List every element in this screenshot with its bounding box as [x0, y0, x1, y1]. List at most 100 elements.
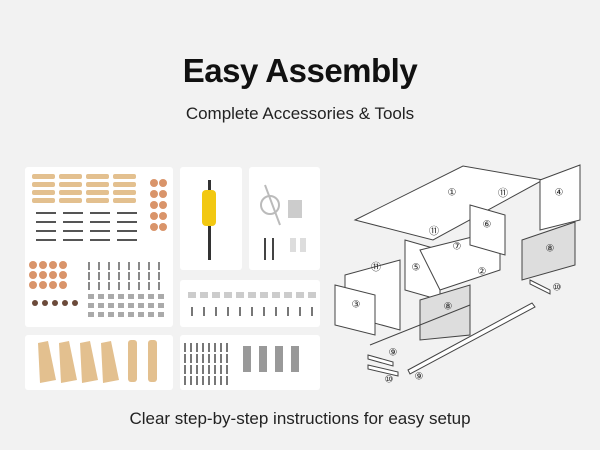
screw-icon — [158, 282, 160, 290]
cam-lock-icon — [159, 212, 167, 220]
dowel-icon — [113, 174, 136, 179]
dowel-icon — [113, 198, 136, 203]
nut-icon — [98, 303, 104, 308]
bracket-icon — [288, 200, 302, 218]
screw-icon — [239, 307, 241, 316]
leg-icon — [38, 341, 56, 383]
shelf-clip-icon — [248, 292, 256, 298]
connector-icon — [72, 300, 78, 306]
nut-icon — [148, 303, 154, 308]
screw-icon — [88, 272, 90, 280]
nut-icon — [158, 312, 164, 317]
cam-lock-icon — [159, 223, 167, 231]
screw-icon — [275, 307, 277, 316]
part-label: ⑩ — [553, 283, 562, 294]
connector-icon — [42, 300, 48, 306]
dowel-icon — [59, 198, 82, 203]
shelf-clip-icon — [296, 292, 304, 298]
screw-icon — [220, 343, 222, 352]
hardware-illustrations — [29, 174, 316, 385]
screw-icon — [202, 365, 204, 374]
part-label: ⑪ — [371, 262, 381, 274]
nut-icon — [138, 312, 144, 317]
page-subtitle: Complete Accessories & Tools — [185, 104, 415, 123]
bolt-icon — [259, 346, 267, 372]
part-label: ① — [448, 188, 457, 199]
nut-icon — [98, 312, 104, 317]
screw-icon — [190, 376, 192, 385]
cam-lock-icon — [150, 190, 158, 198]
nut-icon — [148, 294, 154, 299]
cam-lock-icon — [49, 261, 57, 269]
round-leg-icon — [128, 340, 137, 382]
nut-icon — [128, 294, 134, 299]
shelf-clip-icon — [188, 292, 196, 298]
shelf-clip-icon — [260, 292, 268, 298]
screw-icon — [196, 354, 198, 363]
nut-icon — [88, 312, 94, 317]
nut-icon — [158, 303, 164, 308]
screw-icon — [148, 272, 150, 280]
screw-icon — [118, 272, 120, 280]
page-title: Easy Assembly — [182, 52, 418, 89]
cam-lock-icon — [159, 201, 167, 209]
screw-icon — [226, 354, 228, 363]
nut-icon — [98, 294, 104, 299]
part-label: ⑨ — [415, 372, 424, 383]
nut-icon — [108, 312, 114, 317]
nut-icon — [108, 303, 114, 308]
shelf-clip-icon — [272, 292, 280, 298]
part-label: ⑪ — [429, 226, 439, 238]
part-label: ③ — [352, 300, 361, 311]
nut-icon — [118, 303, 124, 308]
bolt-icon — [291, 346, 299, 372]
screw-icon — [196, 376, 198, 385]
screw-icon — [184, 365, 186, 374]
assembly-diagram — [334, 164, 581, 377]
screw-icon — [98, 262, 100, 270]
bolt-icon — [275, 346, 283, 372]
screw-icon — [191, 307, 193, 316]
dowel-icon — [113, 190, 136, 195]
screw-icon — [108, 282, 110, 290]
screw-icon — [118, 282, 120, 290]
part-label: ⑪ — [498, 188, 508, 200]
nut-icon — [118, 312, 124, 317]
screw-icon — [214, 365, 216, 374]
bolt-icon — [90, 221, 110, 223]
anchor-icon — [290, 238, 296, 252]
leg-icon — [101, 341, 119, 383]
screw-icon — [226, 343, 228, 352]
screw-icon — [202, 376, 204, 385]
bolt-icon — [63, 230, 83, 232]
screw-icon — [214, 376, 216, 385]
footer-caption: Clear step-by-step instructions for easy… — [129, 409, 471, 428]
bolt-icon — [90, 212, 110, 214]
screw-icon — [184, 343, 186, 352]
screw-icon — [128, 272, 130, 280]
connector-icon — [62, 300, 68, 306]
dowel-icon — [32, 182, 55, 187]
cam-lock-icon — [29, 261, 37, 269]
screw-icon — [138, 282, 140, 290]
cam-lock-icon — [159, 190, 167, 198]
nut-icon — [88, 303, 94, 308]
bolt-icon — [63, 239, 83, 241]
cam-lock-icon — [150, 179, 158, 187]
nut-icon — [88, 294, 94, 299]
nut-icon — [138, 303, 144, 308]
dowel-icon — [32, 198, 55, 203]
cam-lock-icon — [49, 271, 57, 279]
screw-icon — [98, 272, 100, 280]
cam-lock-icon — [59, 281, 67, 289]
screw-icon — [128, 282, 130, 290]
screw-icon — [184, 354, 186, 363]
screw-icon — [208, 376, 210, 385]
bolt-icon — [243, 346, 251, 372]
shelf-clip-icon — [224, 292, 232, 298]
screw-icon — [118, 262, 120, 270]
panel-shelf-clips — [180, 280, 320, 327]
dowel-icon — [59, 174, 82, 179]
